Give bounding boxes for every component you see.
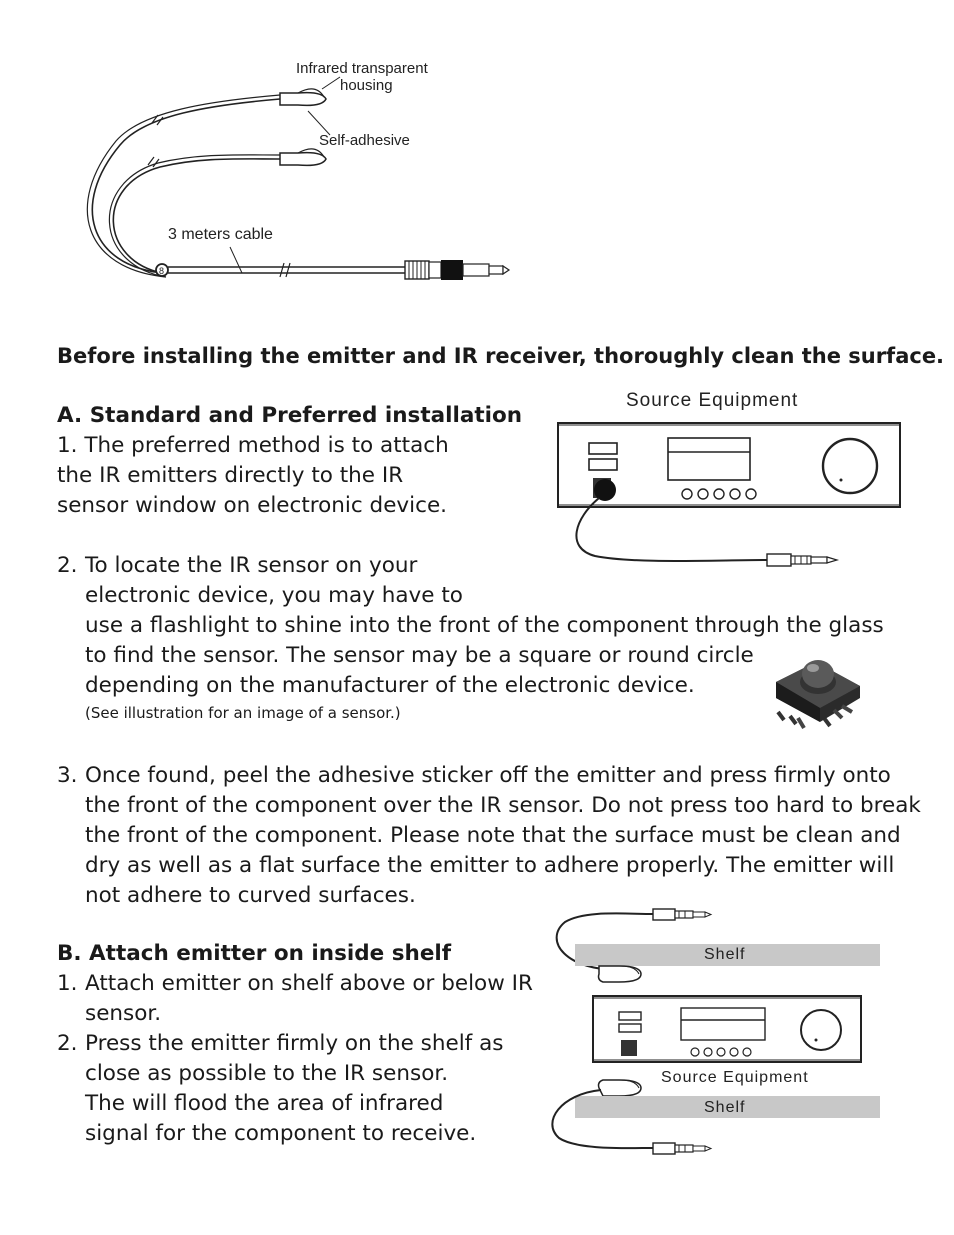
text-line: to find the sensor. The sensor may be a … [85, 643, 754, 668]
cable-illustration: 8 [86, 76, 511, 280]
shelf-diagram [545, 900, 890, 1165]
text-line: the front of the component over the IR s… [85, 793, 921, 818]
equipment-label: Source Equipment [661, 1069, 809, 1086]
section-b-heading: B. Attach emitter on inside shelf [57, 941, 452, 966]
step-number: 2. [57, 1031, 78, 1056]
text-line: the IR emitters directly to the IR [57, 463, 404, 488]
section-a-step3: 3. Once found, peel the adhesive sticker … [57, 761, 921, 911]
ir-sensor-illustration [768, 652, 864, 734]
step-number: 1. [57, 971, 78, 996]
text-line: not adhere to curved surfaces. [85, 883, 416, 908]
step-number: 3. [57, 763, 78, 788]
text-line: Once found, peel the adhesive sticker of… [85, 763, 891, 788]
text-line: the front of the component. Please note … [85, 823, 901, 848]
svg-text:8: 8 [159, 266, 164, 276]
text-line: signal for the component to receive. [85, 1121, 477, 1146]
text-line: dry as well as a flat surface the emitte… [85, 853, 895, 878]
section-a-step2: 2. To locate the IR sensor on your electr… [57, 551, 884, 723]
text-line: use a flashlight to shine into the front… [85, 613, 884, 638]
text-line: Attach emitter on shelf above or below I… [85, 971, 533, 996]
section-a-step1: 1. The preferred method is to attach the… [57, 431, 449, 521]
label-housing-line2: housing [340, 77, 393, 94]
step-number: 2. [57, 553, 78, 578]
text-line: Press the emitter firmly on the shelf as [85, 1031, 504, 1056]
text-line: To locate the IR sensor on your [85, 553, 418, 578]
source-equipment-diagram [555, 418, 905, 578]
section-a-heading: A. Standard and Preferred installation [57, 403, 523, 428]
label-housing-line1: Infrared transparent [296, 60, 428, 77]
shelf-label-bottom: Shelf [704, 1099, 746, 1116]
source-equipment-label: Source Equipment [626, 390, 799, 411]
text-line: sensor. [85, 1001, 162, 1026]
intro-text: Before installing the emitter and IR rec… [57, 344, 945, 368]
cable-diagram: 8 [60, 55, 530, 295]
label-cable-length: 3 meters cable [168, 226, 273, 243]
shelf-label-top: Shelf [704, 946, 746, 963]
text-line: The will flood the area of infrared [85, 1091, 444, 1116]
text-line: sensor window on electronic device. [57, 493, 448, 518]
text-line: depending on the manufacturer of the ele… [85, 673, 695, 698]
sensor-note: (See illustration for an image of a sens… [85, 704, 401, 722]
section-b-steps: 1. Attach emitter on shelf above or below… [57, 969, 533, 1149]
text-line: close as possible to the IR sensor. [85, 1061, 449, 1086]
label-self-adhesive: Self-adhesive [319, 132, 410, 149]
text-line: electronic device, you may have to [85, 583, 463, 608]
text-line: 1. The preferred method is to attach [57, 433, 449, 458]
